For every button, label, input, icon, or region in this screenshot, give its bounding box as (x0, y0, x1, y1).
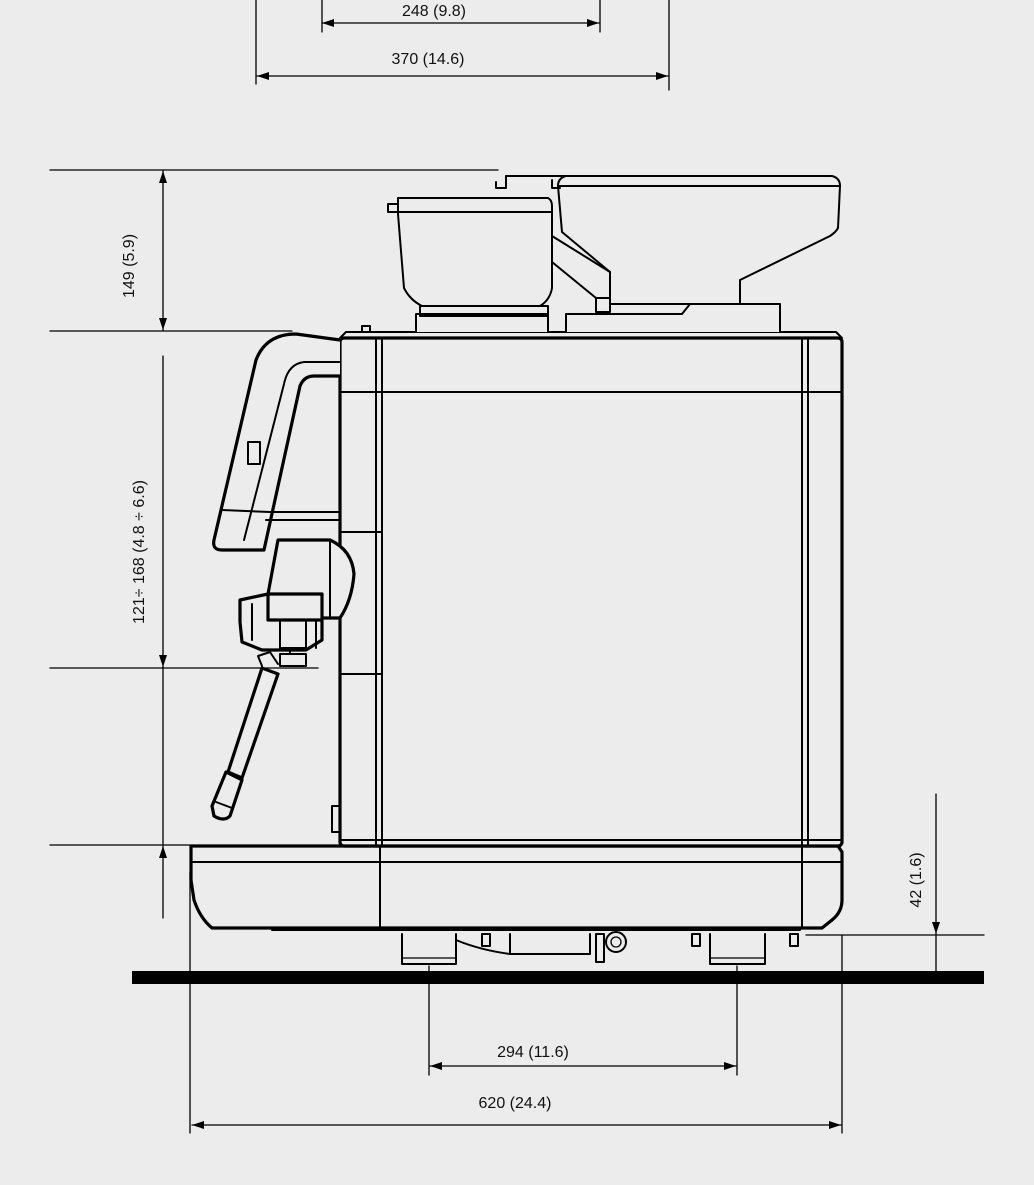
left-dimensions: 149 (5.9) 121÷ 168 (4.8 ÷ 6.6) (49, 169, 499, 919)
bean-hopper-large (495, 175, 841, 305)
right-dimension: 42 (1.6) (805, 793, 985, 973)
portafilter (238, 538, 356, 667)
main-body (331, 331, 844, 848)
floor-line (132, 971, 984, 984)
drip-tray (189, 844, 844, 931)
top-cover (361, 297, 781, 333)
dim-hopper-height: 149 (5.9) (121, 234, 138, 298)
dim-top-outer: 370 (14.6) (392, 51, 465, 68)
dim-spout-range: 121÷ 168 (4.8 ÷ 6.6) (131, 480, 148, 624)
bottom-dimensions: 294 (11.6) 620 (24.4) (189, 871, 843, 1134)
steam-wand (210, 651, 280, 821)
dim-total-depth: 620 (24.4) (479, 1095, 552, 1112)
top-dimensions: 248 (9.8) 370 (14.6) (255, 0, 670, 91)
group-head-arm (212, 332, 342, 552)
dim-top-inner: 248 (9.8) (402, 3, 466, 20)
dim-feet-height: 42 (1.6) (908, 852, 925, 907)
coffee-machine (189, 175, 844, 965)
dim-feet-spacing: 294 (11.6) (497, 1044, 569, 1061)
bean-hopper-small (387, 197, 553, 317)
machine-feet (401, 931, 799, 965)
